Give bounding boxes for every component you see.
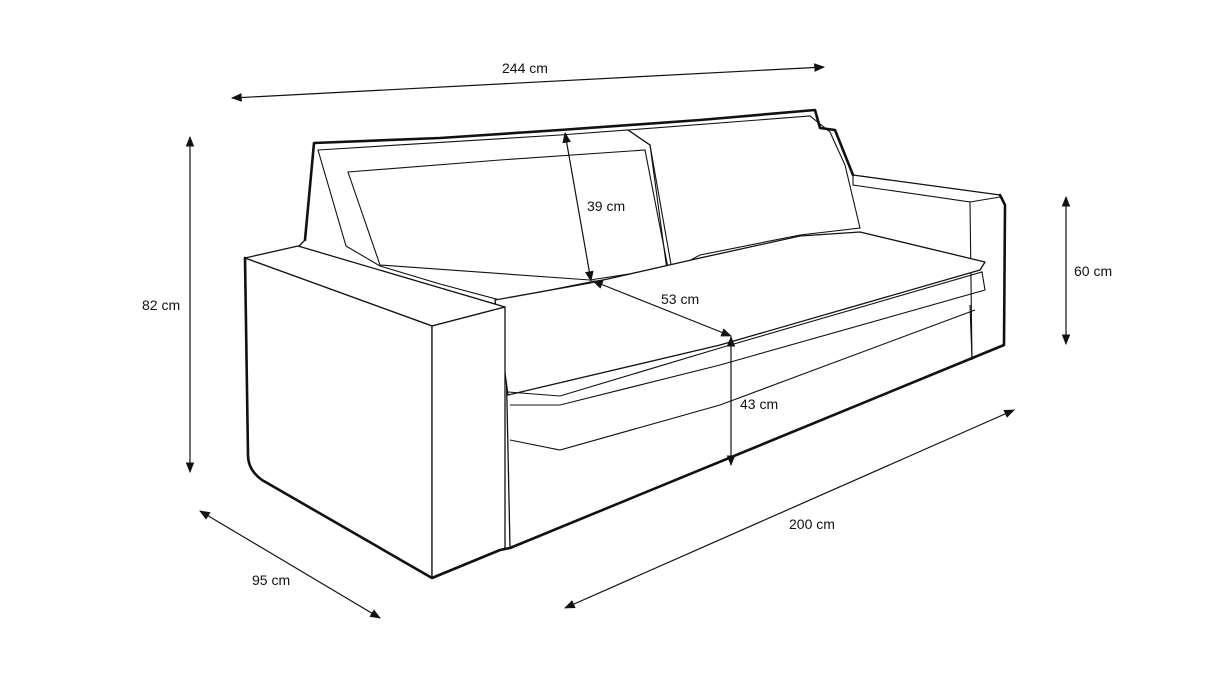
back-cushion-right	[626, 115, 861, 271]
arrow-total-depth	[199, 510, 381, 619]
label-seat-height: 43 cm	[740, 396, 778, 412]
arrow-backrest-height	[562, 131, 594, 283]
label-total-depth: 95 cm	[252, 572, 290, 588]
label-seat-width: 200 cm	[789, 516, 835, 532]
sofa-drawing	[243, 108, 1007, 580]
label-arm-height: 60 cm	[1074, 263, 1112, 279]
left-arm-side	[431, 306, 506, 579]
seat-cushion	[494, 231, 986, 396]
label-seat-depth: 53 cm	[661, 291, 699, 307]
dimension-labels: 244 cm 82 cm 60 cm 39 cm 53 cm 43 cm 200…	[142, 60, 1112, 588]
arrow-total-width	[230, 63, 826, 102]
label-total-height: 82 cm	[142, 297, 180, 313]
label-backrest-height: 39 cm	[587, 198, 625, 214]
label-total-width: 244 cm	[502, 60, 548, 76]
arrow-seat-width	[564, 409, 1015, 609]
arrow-seat-depth	[591, 280, 733, 337]
right-arm	[852, 175, 1001, 361]
dimension-arrows	[185, 63, 1071, 619]
